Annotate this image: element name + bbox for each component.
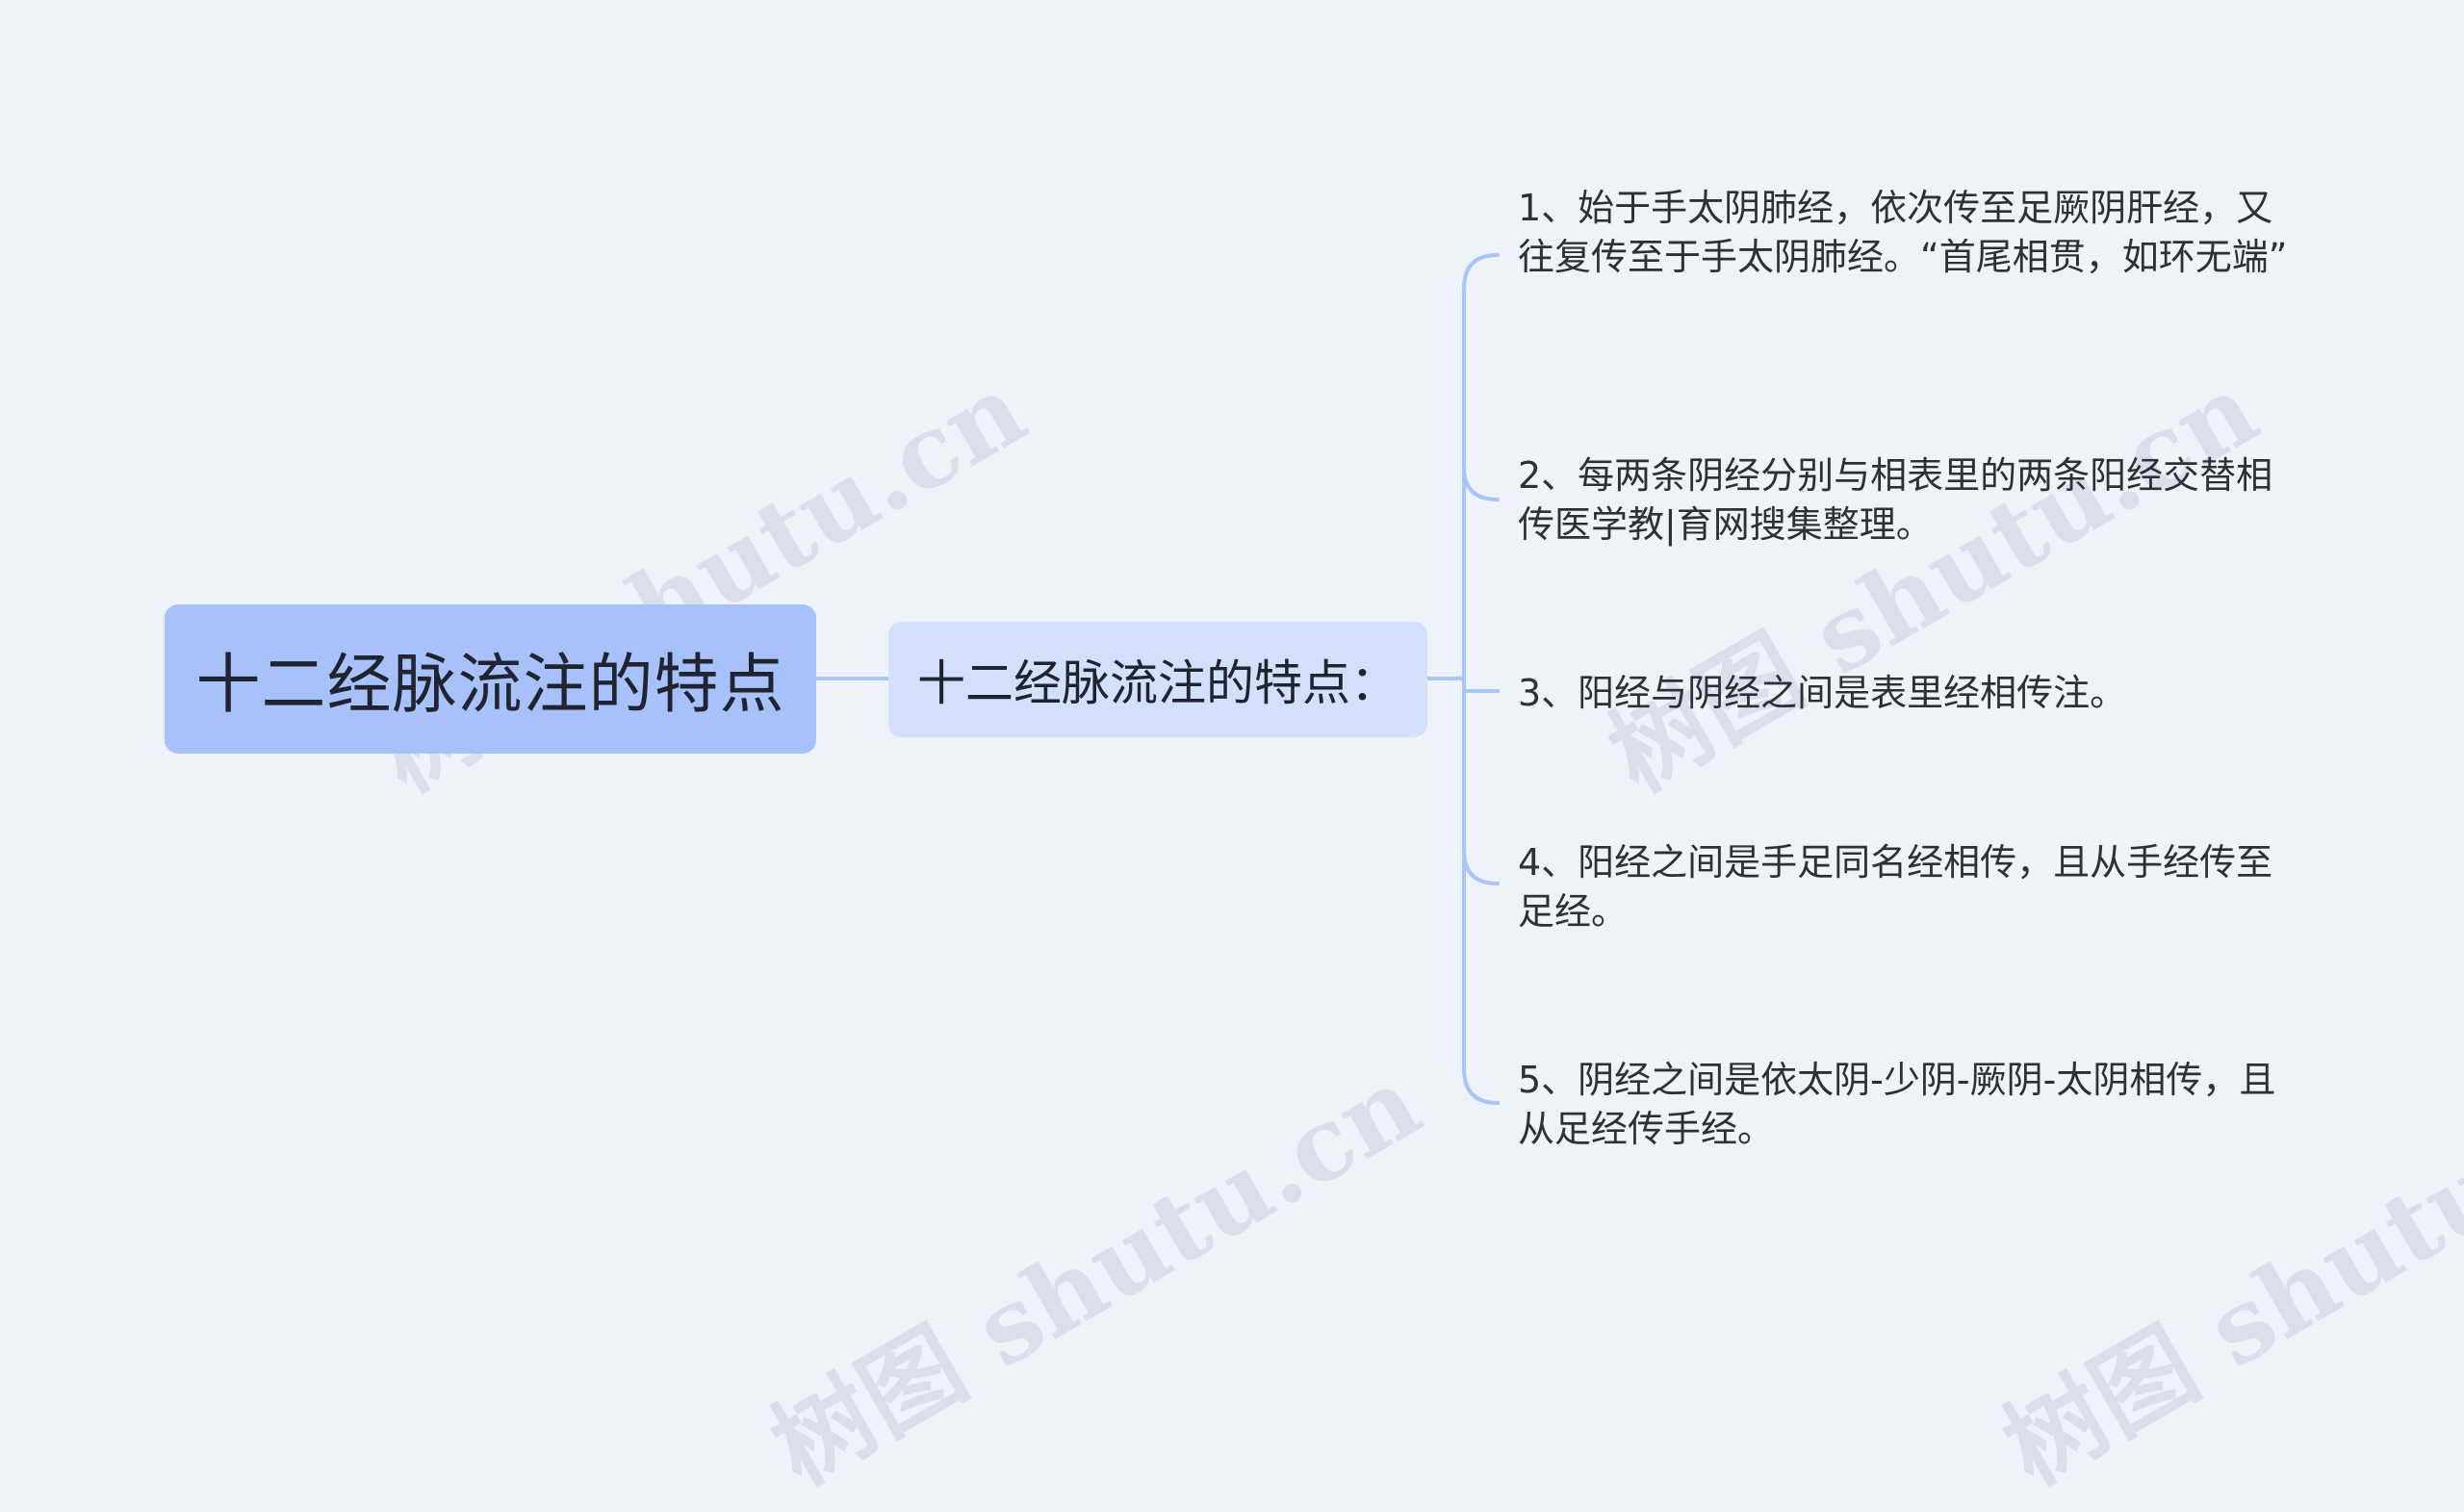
leaf-node-3[interactable]: 3、阳经与阴经之间是表里经相传注。 — [1518, 669, 2297, 718]
leaf-node-text: 1、始于手太阴肺经，依次传至足厥阴肝经，又往复传至于手太阴肺经。“首尾相贯，如环… — [1518, 187, 2288, 278]
leaf-node-text: 2、每两条阴经分别与相表里的两条阳经交替相传医学教|育网搜集整理。 — [1518, 454, 2273, 546]
leaf-node-text: 4、阳经之间是手足同名经相传，且从手经传至足经。 — [1518, 841, 2273, 933]
leaf-node-4[interactable]: 4、阳经之间是手足同名经相传，且从手经传至足经。 — [1518, 838, 2297, 936]
root-node[interactable]: 十二经脉流注的特点 — [165, 604, 816, 754]
watermark: 树图 shutu.cn — [752, 1042, 1439, 1508]
branch-node[interactable]: 十二经脉流注的特点： — [888, 622, 1427, 737]
mindmap-canvas: 树图 shutu.cn 树图 shutu.cn 树图 shutu.cn 树图 s… — [165, 184, 2464, 1507]
leaf-node-text: 3、阳经与阴经之间是表里经相传注。 — [1518, 672, 2127, 714]
leaf-node-1[interactable]: 1、始于手太阴肺经，依次传至足厥阴肝经，又往复传至于手太阴肺经。“首尾相贯，如环… — [1518, 184, 2297, 282]
watermark: 树图 shutu.cn — [1589, 349, 2276, 815]
leaf-node-5[interactable]: 5、阴经之间是依太阴-少阴-厥阴-太阴相传，且从足经传手经。 — [1518, 1056, 2297, 1154]
leaf-node-text: 5、阴经之间是依太阴-少阴-厥阴-太阴相传，且从足经传手经。 — [1518, 1059, 2276, 1150]
bracket-spine — [1462, 253, 1500, 1105]
root-node-label: 十二经脉流注的特点 — [195, 647, 785, 722]
bracket-tick-leaf-4 — [1462, 849, 1500, 885]
leaf-node-2[interactable]: 2、每两条阴经分别与相表里的两条阳经交替相传医学教|育网搜集整理。 — [1518, 451, 2297, 550]
bracket-tick-leaf-2 — [1462, 466, 1500, 501]
branch-node-label: 十二经脉流注的特点： — [917, 655, 1399, 711]
